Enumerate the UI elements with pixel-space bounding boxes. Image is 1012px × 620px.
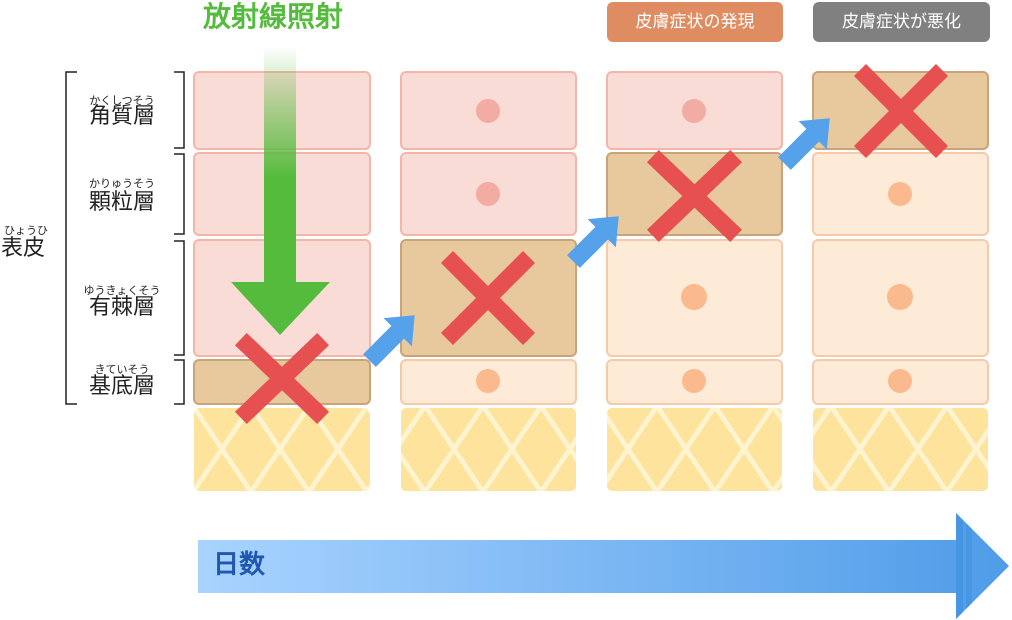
layer-reading-spinous: ゆうきょくそう xyxy=(83,284,161,297)
damage-cross-icon xyxy=(234,332,330,425)
col1-dermis xyxy=(194,408,370,491)
col4-basal-nucleus xyxy=(888,369,912,393)
col2-dermis xyxy=(401,408,576,491)
col2-horny-nucleus xyxy=(476,99,500,123)
progress-arrow-2 xyxy=(567,216,619,268)
symptom-appearance-badge: 皮膚症状の発現 xyxy=(607,2,783,42)
col4-spinous-nucleus xyxy=(887,284,913,310)
layer-reading-horny: かくしつそう xyxy=(89,94,155,107)
col2-granular-nucleus xyxy=(476,182,500,206)
epidermis-bracket xyxy=(65,71,77,405)
layer-brackets xyxy=(174,71,185,405)
irradiation-title: 放射線照射 xyxy=(203,0,344,33)
col3-horny-nucleus xyxy=(682,99,706,123)
days-arrow xyxy=(198,513,1009,619)
col3-dermis xyxy=(607,408,782,491)
column-2 xyxy=(400,71,577,491)
column-3 xyxy=(606,71,783,491)
damage-cross-icon xyxy=(853,63,949,159)
layer-reading-granular: かりゅうそう xyxy=(89,177,155,190)
col4-granular-nucleus xyxy=(888,182,912,206)
symptom-worsening-badge: 皮膚症状が悪化 xyxy=(813,2,990,42)
column-1 xyxy=(193,71,371,491)
col2-basal-nucleus xyxy=(476,369,500,393)
layer-reading-basal: きていそう xyxy=(94,363,150,376)
progress-arrow-3 xyxy=(778,118,830,170)
col4-dermis xyxy=(813,408,988,491)
damage-cross-icon xyxy=(646,149,743,243)
layer-label-spinous: 有棘層 xyxy=(88,295,155,320)
irradiation-arrow xyxy=(231,46,330,335)
col3-spinous-nucleus xyxy=(681,284,707,310)
layer-label-basal: 基底層 xyxy=(88,374,155,399)
column-4 xyxy=(812,71,989,491)
layer-label-horny: 角質層 xyxy=(88,104,155,129)
epidermis-label: 表皮 xyxy=(1,236,46,261)
days-axis-label: 日数 xyxy=(213,550,266,580)
damage-cross-icon xyxy=(440,250,536,346)
epidermis-reading: ひょうひ xyxy=(4,224,48,237)
col3-basal-nucleus xyxy=(682,369,706,393)
progress-arrow-1 xyxy=(363,315,415,367)
layer-label-granular: 顆粒層 xyxy=(88,190,155,215)
